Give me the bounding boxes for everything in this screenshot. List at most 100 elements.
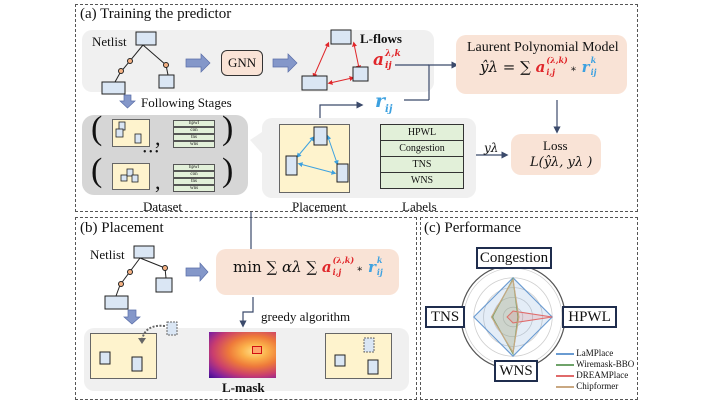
panel-b-frame — [75, 217, 417, 400]
gnn-box — [221, 50, 263, 76]
lmask-best-position — [252, 346, 262, 354]
netlist-label: Netlist — [92, 34, 127, 49]
placed-cell — [131, 356, 143, 372]
netlist-pin — [127, 58, 133, 64]
objective-box — [216, 249, 399, 295]
legend-item: DREAMPlace — [556, 370, 628, 380]
dataset-ellipsis: • • • — [143, 147, 159, 158]
netlist-label-b: Netlist — [90, 247, 125, 262]
a-subscript: ij — [385, 61, 392, 71]
panel-a-title: (a) Training the predictor — [80, 6, 232, 22]
arrow-netlist-to-gnn — [185, 53, 211, 73]
legend-item: Chipformer — [556, 381, 618, 391]
r-distance: rij — [375, 90, 393, 115]
mini-label: tns — [173, 178, 215, 185]
panel-a-frame — [75, 4, 638, 212]
netlist-pin — [163, 62, 169, 68]
lflow-node — [330, 29, 352, 45]
arrow-following-stages — [119, 94, 136, 109]
axis-label-hpwl: HPWL — [562, 306, 617, 328]
netlist-node — [155, 277, 173, 293]
lflow-node — [301, 75, 328, 91]
paren-open: ( — [91, 110, 103, 147]
paren-close: ) — [222, 152, 234, 189]
lflow-edge — [352, 41, 361, 71]
y-lambda-label: yλ — [484, 141, 499, 155]
legend-item: LaMPlace — [556, 348, 613, 358]
legend-item: Wiremask-BBO — [556, 359, 634, 369]
legend-swatch — [556, 363, 574, 366]
a-coefficient: a λ,k ij — [373, 49, 401, 71]
placement-cell — [336, 163, 349, 183]
radar-series-chipformer — [490, 278, 520, 354]
model-title: Laurent Polynomial Model — [467, 40, 619, 55]
panel-c-frame — [420, 217, 638, 400]
panel-c-title: (c) Performance — [424, 220, 522, 236]
arrow-gnn-to-lflows — [272, 53, 298, 73]
lmask-label: L-mask — [222, 380, 265, 395]
paren-open: ( — [91, 152, 103, 189]
paren-close: ) — [222, 110, 234, 147]
netlist-node — [104, 295, 129, 310]
objective-to-mask-line — [239, 297, 254, 328]
label-cell-wns: WNS — [380, 172, 464, 189]
netlist-pin — [162, 265, 168, 271]
distance-edge — [296, 136, 315, 158]
mini-label: con — [173, 127, 215, 134]
dataset-placement-thumb — [112, 119, 150, 147]
following-stages-label: Following Stages — [141, 95, 232, 110]
netlist-node — [101, 81, 126, 95]
legend-swatch — [556, 352, 574, 355]
legend-swatch — [556, 374, 574, 377]
laurent-model-box — [456, 35, 627, 94]
placed-cell — [334, 354, 346, 367]
panel-b-title: (b) Placement — [80, 220, 164, 236]
a-superscript: λ,k — [385, 49, 401, 59]
lflows-label: L-flows — [360, 31, 402, 46]
comma: , — [155, 169, 161, 194]
lmask-heatmap — [209, 332, 276, 378]
axis-label-tns: TNS — [425, 306, 465, 328]
greedy-algorithm-label: greedy algorithm — [261, 309, 351, 324]
radar-series-lamplace — [473, 277, 553, 357]
mini-label: con — [173, 171, 215, 178]
radar-grid-ring — [502, 306, 524, 328]
axis-label-wns: WNS — [494, 360, 538, 382]
netlist-node — [133, 245, 155, 259]
distance-edge — [297, 162, 337, 175]
placed-cell — [367, 359, 379, 375]
netlist-pin — [118, 281, 124, 287]
label-cell-congestion: Congestion — [380, 140, 464, 157]
netlist-node — [158, 74, 175, 89]
dataset-placement-thumb — [112, 163, 150, 190]
lflow-edge — [327, 76, 355, 85]
model-feed-line — [428, 61, 459, 100]
mini-label: wns — [173, 185, 215, 192]
placement-to-r-line — [319, 101, 364, 124]
netlist-node — [135, 31, 157, 46]
netlist-pin — [127, 269, 133, 275]
gnn-label: GNN — [228, 55, 257, 70]
arrow-netlist-to-objective — [185, 262, 209, 282]
legend-swatch — [556, 385, 574, 388]
lflow-edge — [312, 41, 330, 79]
axis-label-congestion: Congestion — [476, 247, 552, 269]
distance-edge — [326, 134, 339, 166]
mini-label: tns — [173, 134, 215, 141]
loss-box — [511, 134, 601, 175]
placement-label: Placement — [292, 199, 347, 214]
new-placed-cell — [363, 337, 375, 353]
mini-label: hpwl — [173, 164, 215, 171]
loss-title: Loss — [543, 138, 568, 153]
netlist-pin — [118, 68, 124, 74]
radar-grid-ring — [492, 296, 533, 337]
